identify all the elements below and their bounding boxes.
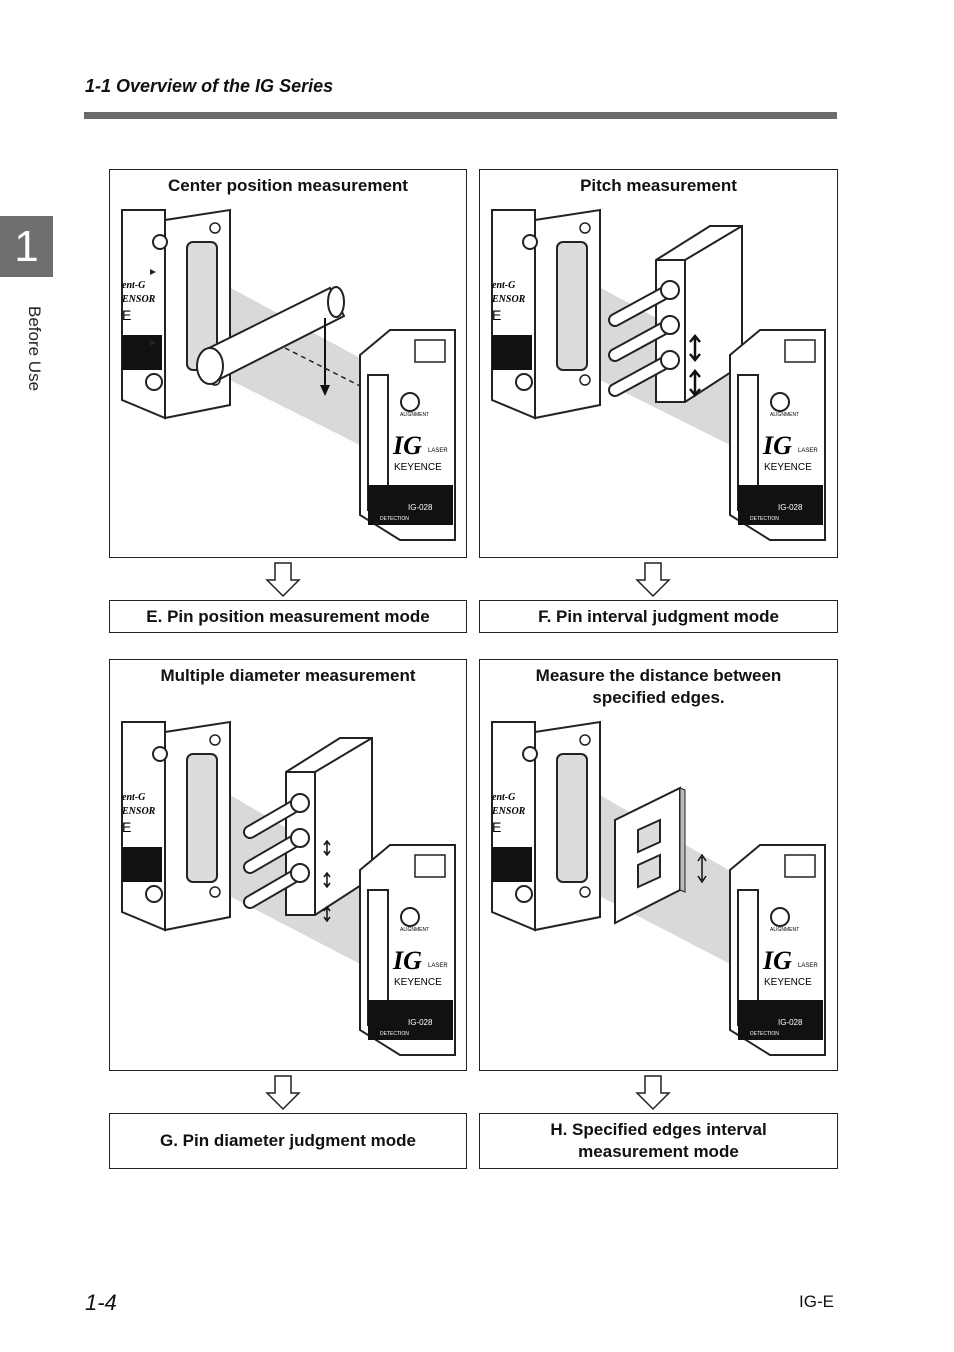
svg-text:DETECTION: DETECTION <box>380 516 409 522</box>
down-arrow-icon <box>635 562 671 598</box>
sensor-emitter: ent-G ENSOR E <box>121 208 231 420</box>
mode-f-box: F. Pin interval judgment mode <box>479 600 838 633</box>
page-number: 1-4 <box>85 1290 117 1315</box>
svg-text:IG: IG <box>392 946 422 975</box>
down-arrow-icon <box>635 1075 671 1111</box>
svg-text:IG: IG <box>762 946 792 975</box>
down-arrow-icon <box>265 1075 301 1111</box>
target-pin <box>196 286 369 396</box>
svg-text:E: E <box>492 307 501 323</box>
svg-text:ent-G: ent-G <box>492 792 516 803</box>
svg-text:ENSOR: ENSOR <box>121 806 156 817</box>
svg-text:IG-028: IG-028 <box>408 503 433 512</box>
sensor-receiver: ALIGNMENT IG LASER KEYENCE IG-028 DETECT… <box>729 844 826 1056</box>
svg-text:LASER: LASER <box>428 963 448 969</box>
chapter-side-label: Before Use <box>25 306 44 392</box>
sensor-emitter: ent-G ENSOR E <box>121 720 231 932</box>
panel-multiple-diameter: Multiple diameter measurement ent-G ENSO… <box>109 659 467 1071</box>
svg-text:KEYENCE: KEYENCE <box>764 977 812 988</box>
panel-specified-edges: Measure the distance between specified e… <box>479 659 838 1071</box>
svg-text:ent-G: ent-G <box>122 792 146 803</box>
svg-text:E: E <box>122 307 131 323</box>
down-arrow-icon <box>265 562 301 598</box>
svg-text:KEYENCE: KEYENCE <box>764 462 812 473</box>
illustration-center-position: ent-G ENSOR E ALIGNMENT IG LASER KEYENCE… <box>121 208 456 541</box>
svg-text:IG-028: IG-028 <box>778 1018 803 1027</box>
panel-center-position: Center position measurement ent-G ENSOR … <box>109 169 467 558</box>
svg-text:LASER: LASER <box>798 448 818 454</box>
svg-text:ALIGNMENT: ALIGNMENT <box>770 412 799 418</box>
svg-text:KEYENCE: KEYENCE <box>394 462 442 473</box>
section-title: 1-1 Overview of the IG Series <box>85 76 334 96</box>
panel-title: Multiple diameter measurement <box>160 666 416 685</box>
panel-pitch: Pitch measurement ent-G ENSOR E <box>479 169 838 558</box>
panel-title: Center position measurement <box>168 176 408 195</box>
chapter-tab: 1 <box>0 216 53 277</box>
svg-text:ent-G: ent-G <box>122 280 146 291</box>
svg-text:IG: IG <box>392 431 422 460</box>
illustration-multiple-diameter: ent-G ENSOR E A <box>121 720 456 1056</box>
svg-text:E: E <box>492 819 501 835</box>
svg-text:ENSOR: ENSOR <box>121 294 156 305</box>
illustration-specified-edges: ent-G ENSOR E ALIGNMENT IG LASER KEYENCE… <box>491 720 826 1056</box>
svg-text:ALIGNMENT: ALIGNMENT <box>770 927 799 933</box>
svg-text:IG-028: IG-028 <box>778 503 803 512</box>
svg-text:E: E <box>122 819 131 835</box>
document-code: IG-E <box>799 1292 834 1311</box>
svg-text:IG-028: IG-028 <box>408 1018 433 1027</box>
sensor-receiver: ALIGNMENT IG LASER KEYENCE IG-028 DETECT… <box>729 329 826 541</box>
svg-text:ent-G: ent-G <box>492 280 516 291</box>
header-rule <box>84 112 837 119</box>
panel-title: Pitch measurement <box>580 176 737 195</box>
svg-text:ENSOR: ENSOR <box>491 806 526 817</box>
illustration-pitch: ent-G ENSOR E ALIGNMEN <box>491 208 826 541</box>
svg-text:LASER: LASER <box>798 963 818 969</box>
panel-title: Measure the distance between specified e… <box>535 666 782 707</box>
svg-text:DETECTION: DETECTION <box>750 516 779 522</box>
mode-g-box: G. Pin diameter judgment mode <box>109 1113 467 1169</box>
sensor-emitter: ent-G ENSOR E <box>491 208 601 420</box>
mode-h-box: H. Specified edges interval measurement … <box>479 1113 838 1169</box>
target-plate <box>614 786 707 925</box>
svg-text:DETECTION: DETECTION <box>750 1031 779 1037</box>
mode-e-box: E. Pin position measurement mode <box>109 600 467 633</box>
sensor-receiver: ALIGNMENT IG LASER KEYENCE IG-028 DETECT… <box>359 844 456 1056</box>
svg-text:IG: IG <box>762 431 792 460</box>
sensor-emitter: ent-G ENSOR E <box>491 720 601 932</box>
svg-text:KEYENCE: KEYENCE <box>394 977 442 988</box>
target-block-pins <box>608 225 743 403</box>
svg-text:ENSOR: ENSOR <box>491 294 526 305</box>
sensor-receiver: ALIGNMENT IG LASER KEYENCE IG-028 DETECT… <box>359 329 456 541</box>
target-block-pins <box>243 737 373 923</box>
svg-text:LASER: LASER <box>428 448 448 454</box>
svg-text:DETECTION: DETECTION <box>380 1031 409 1037</box>
svg-text:ALIGNMENT: ALIGNMENT <box>400 412 429 418</box>
svg-text:ALIGNMENT: ALIGNMENT <box>400 927 429 933</box>
